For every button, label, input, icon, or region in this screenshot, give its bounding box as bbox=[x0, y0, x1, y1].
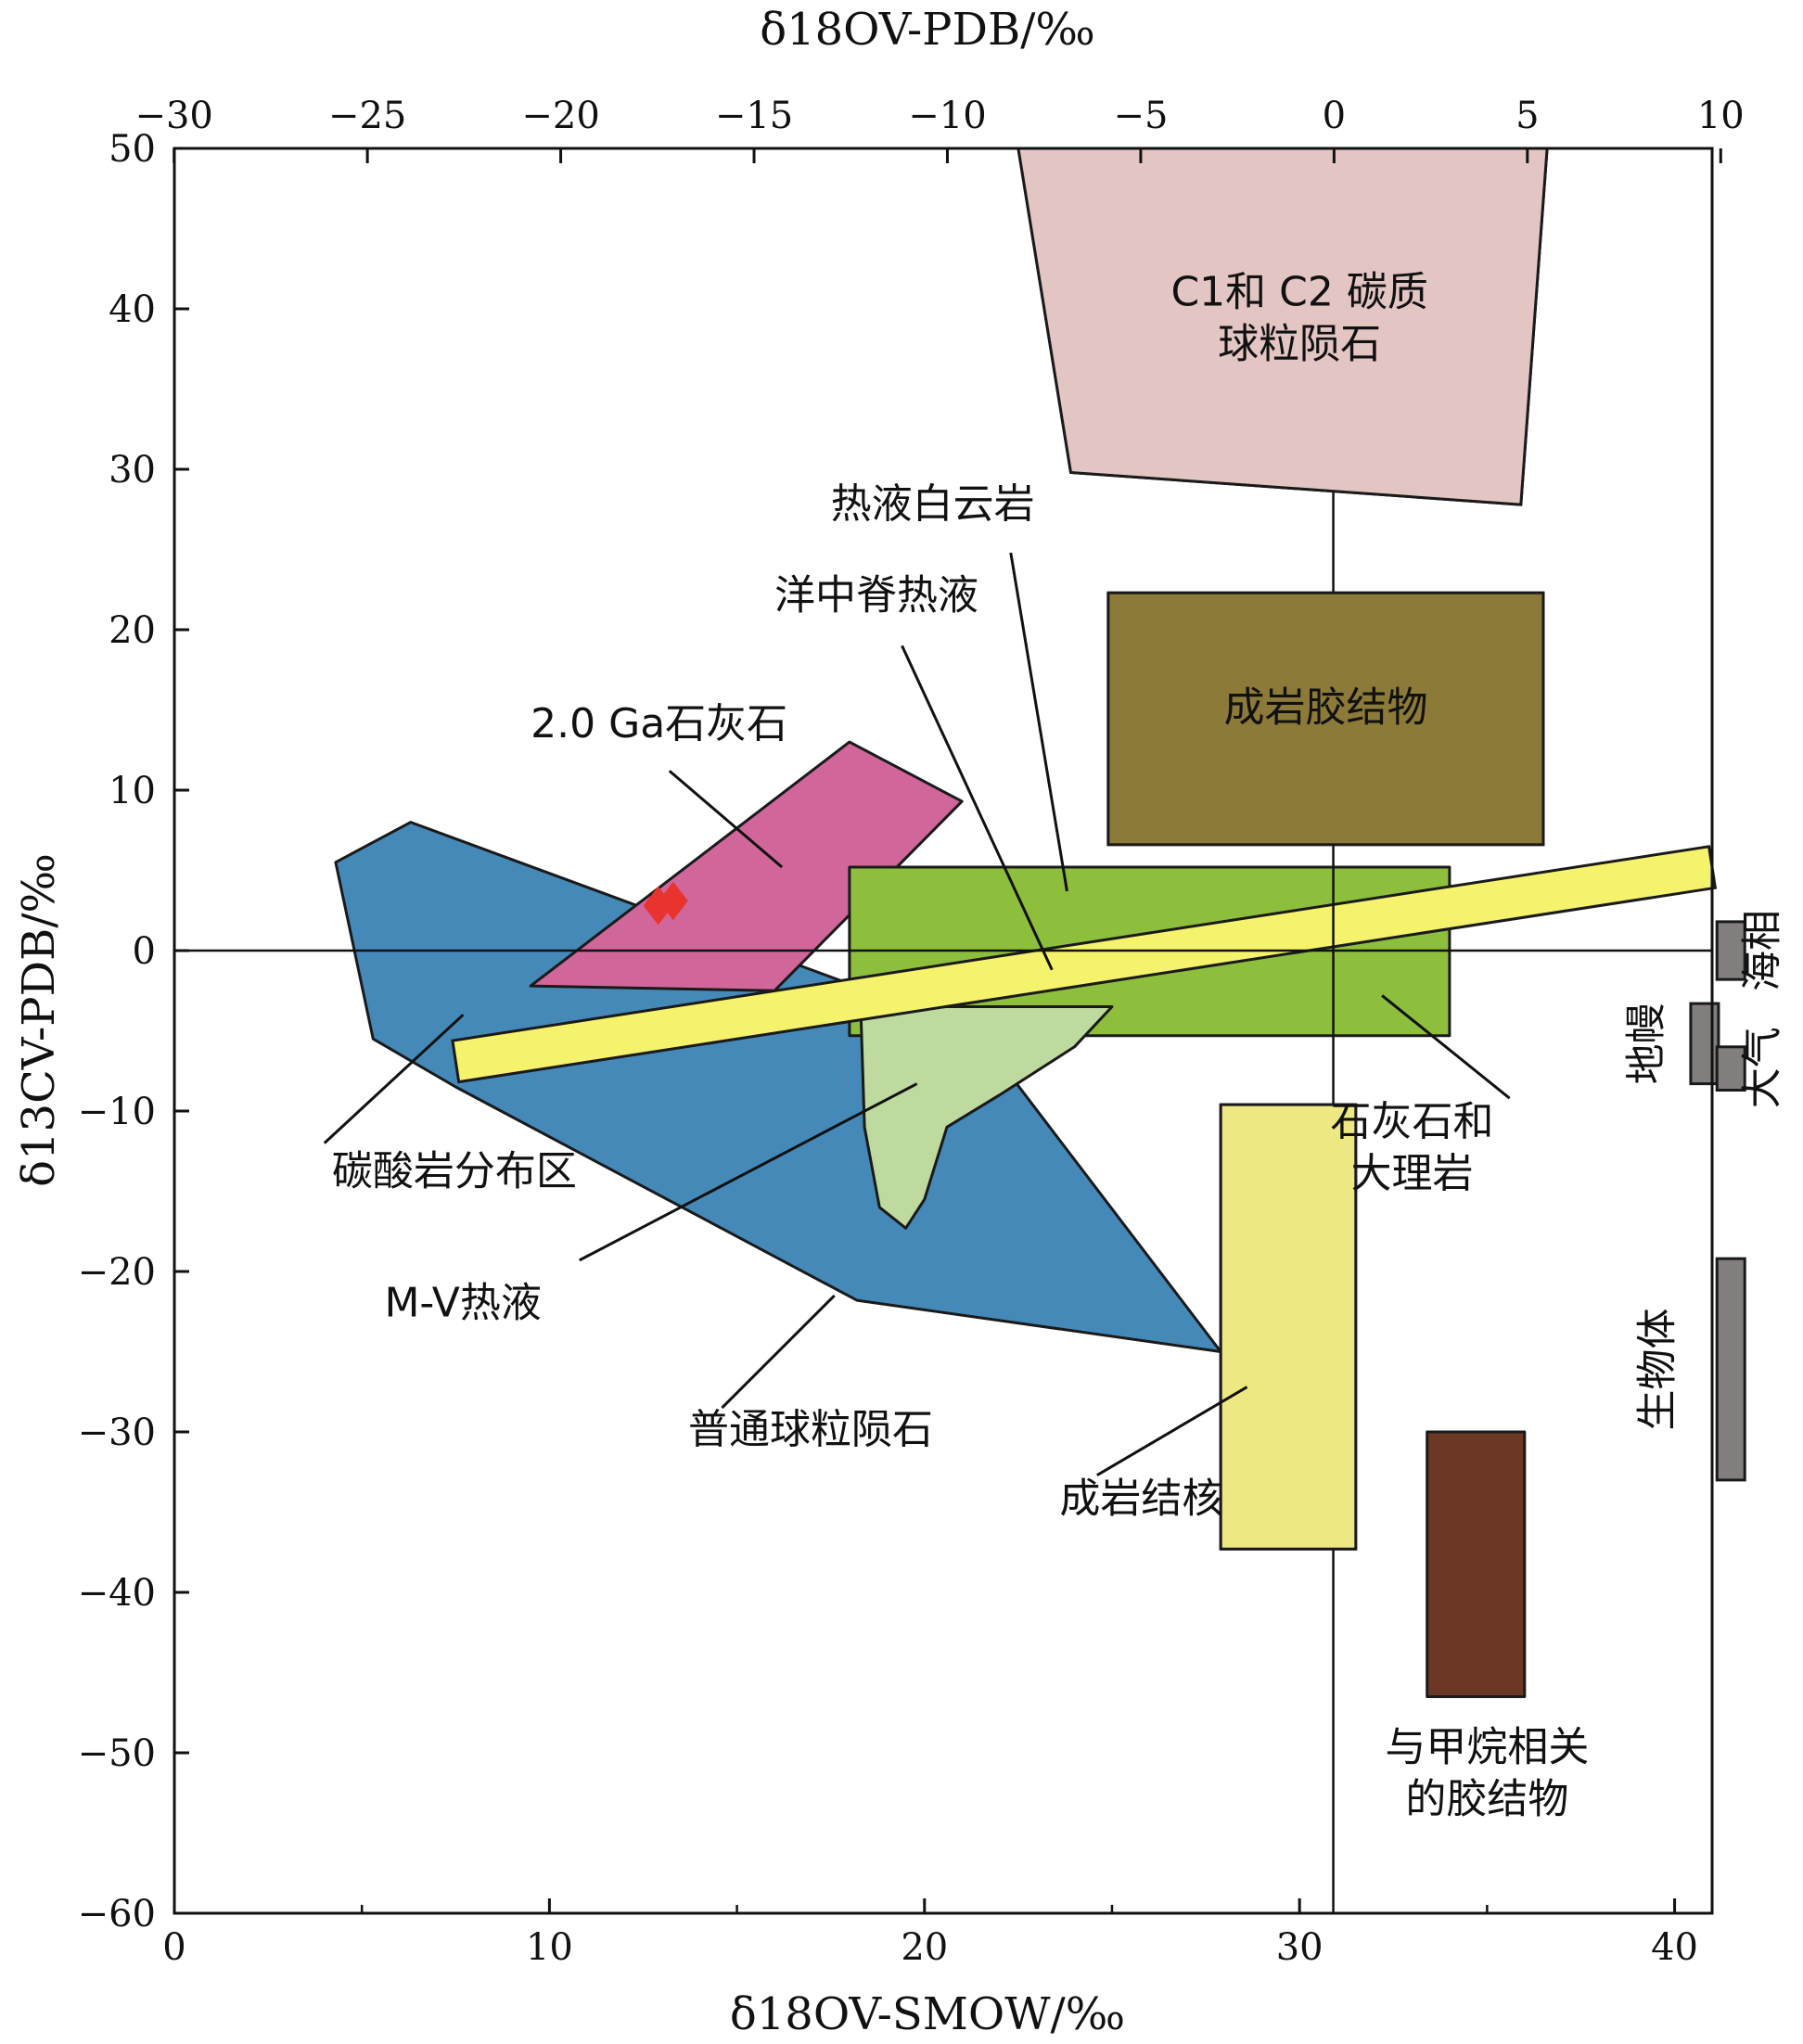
data-points-layer bbox=[643, 881, 688, 926]
x-tick-label: 40 bbox=[1651, 1926, 1698, 1969]
region-mv-hydrothermal bbox=[859, 1005, 1114, 1230]
side-bar-label-biota: 生物体 bbox=[1633, 1309, 1681, 1431]
x-axis-title: δ18OV-SMOW/‰ bbox=[730, 1988, 1125, 2040]
region-label-diagenetic-cement: 成岩胶结物 bbox=[1223, 684, 1427, 732]
x2-tick-label: −15 bbox=[715, 95, 793, 137]
region-limestone-2ga bbox=[529, 740, 964, 992]
x-tick-label: 30 bbox=[1276, 1926, 1323, 1969]
region-label-mv-hydrothermal: M-V热液 bbox=[384, 1279, 541, 1326]
trend-band bbox=[451, 845, 1718, 1084]
leader-diagenetic-concretion bbox=[1096, 1386, 1248, 1477]
leader-limestone-marble bbox=[1381, 994, 1511, 1100]
x2-tick-label: 5 bbox=[1515, 95, 1539, 137]
leader-ordinary-chondrite bbox=[721, 1294, 836, 1410]
trend-band-layer bbox=[451, 845, 1718, 1084]
y-tick-label: −30 bbox=[78, 1412, 156, 1454]
y-tick-label: −20 bbox=[78, 1251, 156, 1294]
side-bars-layer bbox=[1689, 920, 1746, 1482]
reference-lines-layer bbox=[174, 147, 1712, 1913]
y-tick-label: 10 bbox=[109, 770, 156, 812]
region-label-methane-cement-line1: 与甲烷相关 bbox=[1385, 1724, 1589, 1771]
x2-tick-label: 0 bbox=[1323, 95, 1346, 137]
side-bar-mantle bbox=[1689, 1002, 1720, 1086]
x-tick-label: 10 bbox=[526, 1926, 573, 1969]
x-tick-label: 20 bbox=[901, 1926, 948, 1969]
region-labels-layer: 海相地幔大气生物体 碳酸岩分布区 2.0 Ga石灰石 热液白云岩石灰石和大理岩 M-V热… bbox=[332, 269, 1786, 1823]
region-diagenetic-concretion-top bbox=[1219, 1103, 1358, 1551]
region-label-methane-cement-line2: 的胶结物 bbox=[1405, 1776, 1568, 1823]
region-diagenetic-cement-top bbox=[1106, 591, 1545, 847]
x-tick-label: 0 bbox=[162, 1926, 185, 1969]
y-tick-label: −40 bbox=[78, 1572, 156, 1615]
region-label-diagenetic-concretion: 成岩结核 bbox=[1059, 1476, 1222, 1523]
side-bar-marine bbox=[1715, 920, 1746, 981]
leader-lines-layer bbox=[323, 552, 1511, 1477]
region-methane-cement bbox=[1426, 1430, 1527, 1698]
region-label-mor-hydrothermal: 洋中脊热液 bbox=[774, 572, 978, 620]
y-tick-label: −10 bbox=[78, 1091, 156, 1133]
data-point-2 bbox=[658, 881, 688, 921]
region-label-limestone-marble-line1: 石灰石和 bbox=[1330, 1098, 1493, 1145]
region-label-ordinary-chondrite: 普通球粒陨石 bbox=[688, 1406, 933, 1453]
leader-carbonatite bbox=[323, 1014, 465, 1144]
region-label-c1c2-chondrite-line1: C1和 C2 碳质 bbox=[1170, 269, 1427, 316]
plot-frame bbox=[173, 147, 1714, 1915]
side-bar-atmosphere bbox=[1715, 1045, 1746, 1092]
x2-tick-label: −10 bbox=[908, 95, 986, 137]
region-label-c1c2-chondrite-line2: 球粒陨石 bbox=[1218, 321, 1381, 368]
y-tick-label: 50 bbox=[109, 128, 156, 171]
y-tick-label: −60 bbox=[78, 1893, 156, 1935]
leader-limestone-2ga bbox=[668, 770, 784, 869]
y-axis-title: δ13CV-PDB/‰ bbox=[13, 853, 65, 1187]
y-tick-label: 30 bbox=[109, 449, 156, 492]
region-label-hydrothermal-dolomite: 热液白云岩 bbox=[831, 480, 1035, 528]
region-label-limestone-marble-line2: 大理岩 bbox=[1350, 1150, 1473, 1197]
x2-tick-label: −5 bbox=[1113, 95, 1168, 137]
y-tick-label: −50 bbox=[78, 1732, 156, 1775]
x2-tick-label: −20 bbox=[521, 95, 599, 137]
x2-tick-label: −25 bbox=[328, 95, 406, 137]
side-bar-label-mantle: 地幔 bbox=[1622, 1003, 1669, 1084]
x2-axis-title: δ18OV-PDB/‰ bbox=[760, 4, 1095, 56]
y-tick-label: 40 bbox=[109, 288, 156, 331]
leader-mv-hydrothermal bbox=[579, 1082, 918, 1262]
x2-tick-label: −30 bbox=[134, 95, 212, 137]
x2-tick-label: 10 bbox=[1697, 95, 1745, 137]
leader-mor-hydrothermal bbox=[901, 645, 1054, 971]
side-bar-label-marine: 海相 bbox=[1739, 910, 1786, 991]
side-bar-biota bbox=[1715, 1257, 1746, 1482]
y-tick-label: 0 bbox=[133, 930, 156, 973]
side-bar-label-atmosphere: 大气 bbox=[1739, 1027, 1786, 1108]
leader-hydrothermal-dolomite bbox=[1009, 552, 1068, 892]
region-label-carbonatite: 碳酸岩分布区 bbox=[332, 1148, 577, 1195]
region-label-limestone-2ga: 2.0 Ga石灰石 bbox=[531, 700, 787, 747]
y-tick-label: 20 bbox=[109, 609, 156, 652]
